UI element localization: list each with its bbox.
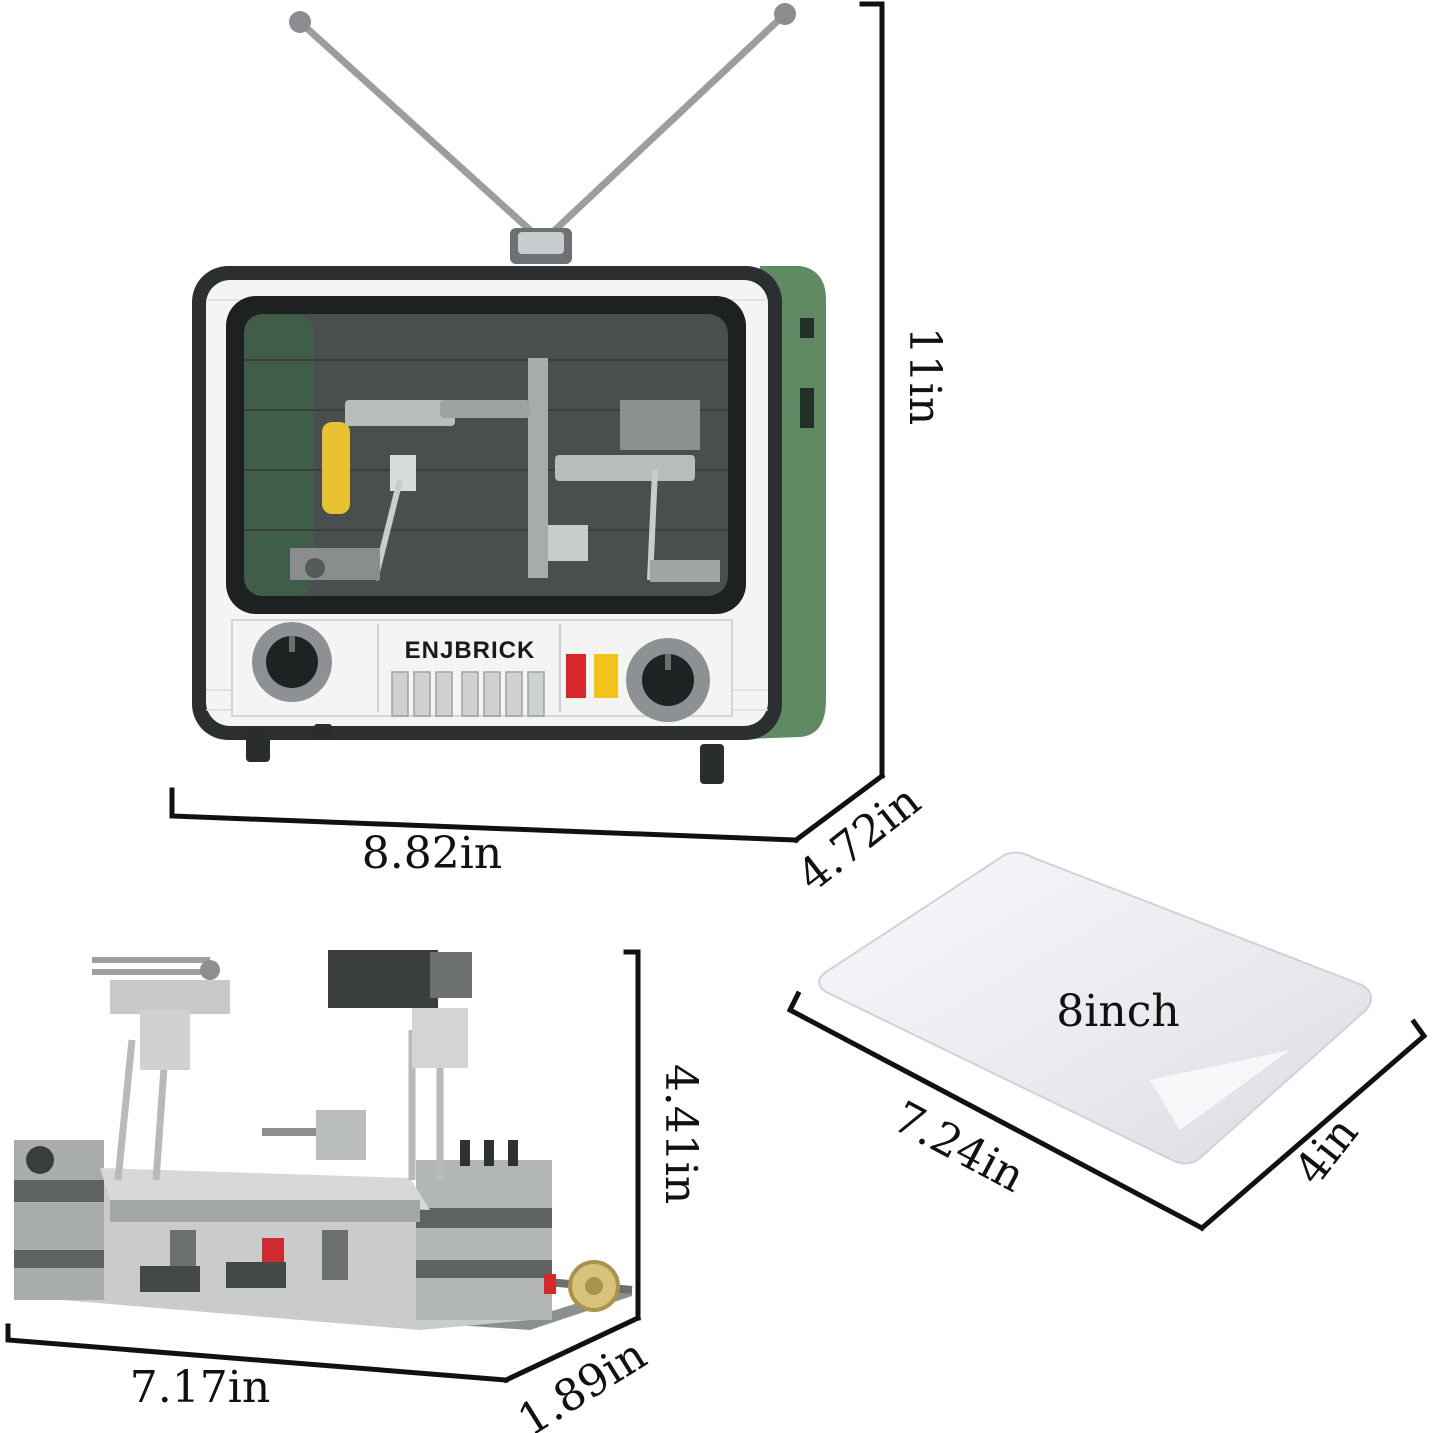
mechanism-gear-icon bbox=[544, 1260, 633, 1312]
tv-antenna bbox=[289, 3, 796, 264]
screen-film bbox=[818, 851, 1373, 1165]
screen-film-title: 8inch bbox=[1056, 986, 1179, 1037]
mechanism-height-label: 4.41in bbox=[655, 1064, 706, 1204]
tv-red-button bbox=[566, 654, 586, 698]
tv-model: ENJBRICK bbox=[192, 3, 826, 784]
tv-height-label: 11in bbox=[899, 327, 950, 425]
screen-film-dimension-lines bbox=[786, 990, 1428, 1232]
tv-dimension-lines bbox=[169, 1, 886, 844]
tv-feet bbox=[246, 724, 724, 784]
tv-left-knob-icon bbox=[252, 622, 332, 702]
mechanism-width-label: 7.17in bbox=[130, 1362, 270, 1413]
tv-yellow-button bbox=[594, 654, 618, 698]
tv-screen-mechanism bbox=[290, 358, 720, 582]
tv-screen bbox=[244, 314, 728, 596]
screen-film-width-label: 7.24in bbox=[885, 1092, 1033, 1203]
screen-film-depth-label: 4in bbox=[1285, 1108, 1369, 1195]
tv-control-panel: ENJBRICK bbox=[231, 619, 733, 722]
tv-speaker-grille bbox=[391, 671, 545, 717]
tv-brand-label: ENJBRICK bbox=[405, 637, 536, 664]
tv-width-label: 8.82in bbox=[362, 828, 502, 879]
tv-right-knob-icon bbox=[626, 638, 710, 722]
mechanism-dimension-lines bbox=[5, 949, 642, 1384]
mechanism-model bbox=[14, 950, 633, 1330]
